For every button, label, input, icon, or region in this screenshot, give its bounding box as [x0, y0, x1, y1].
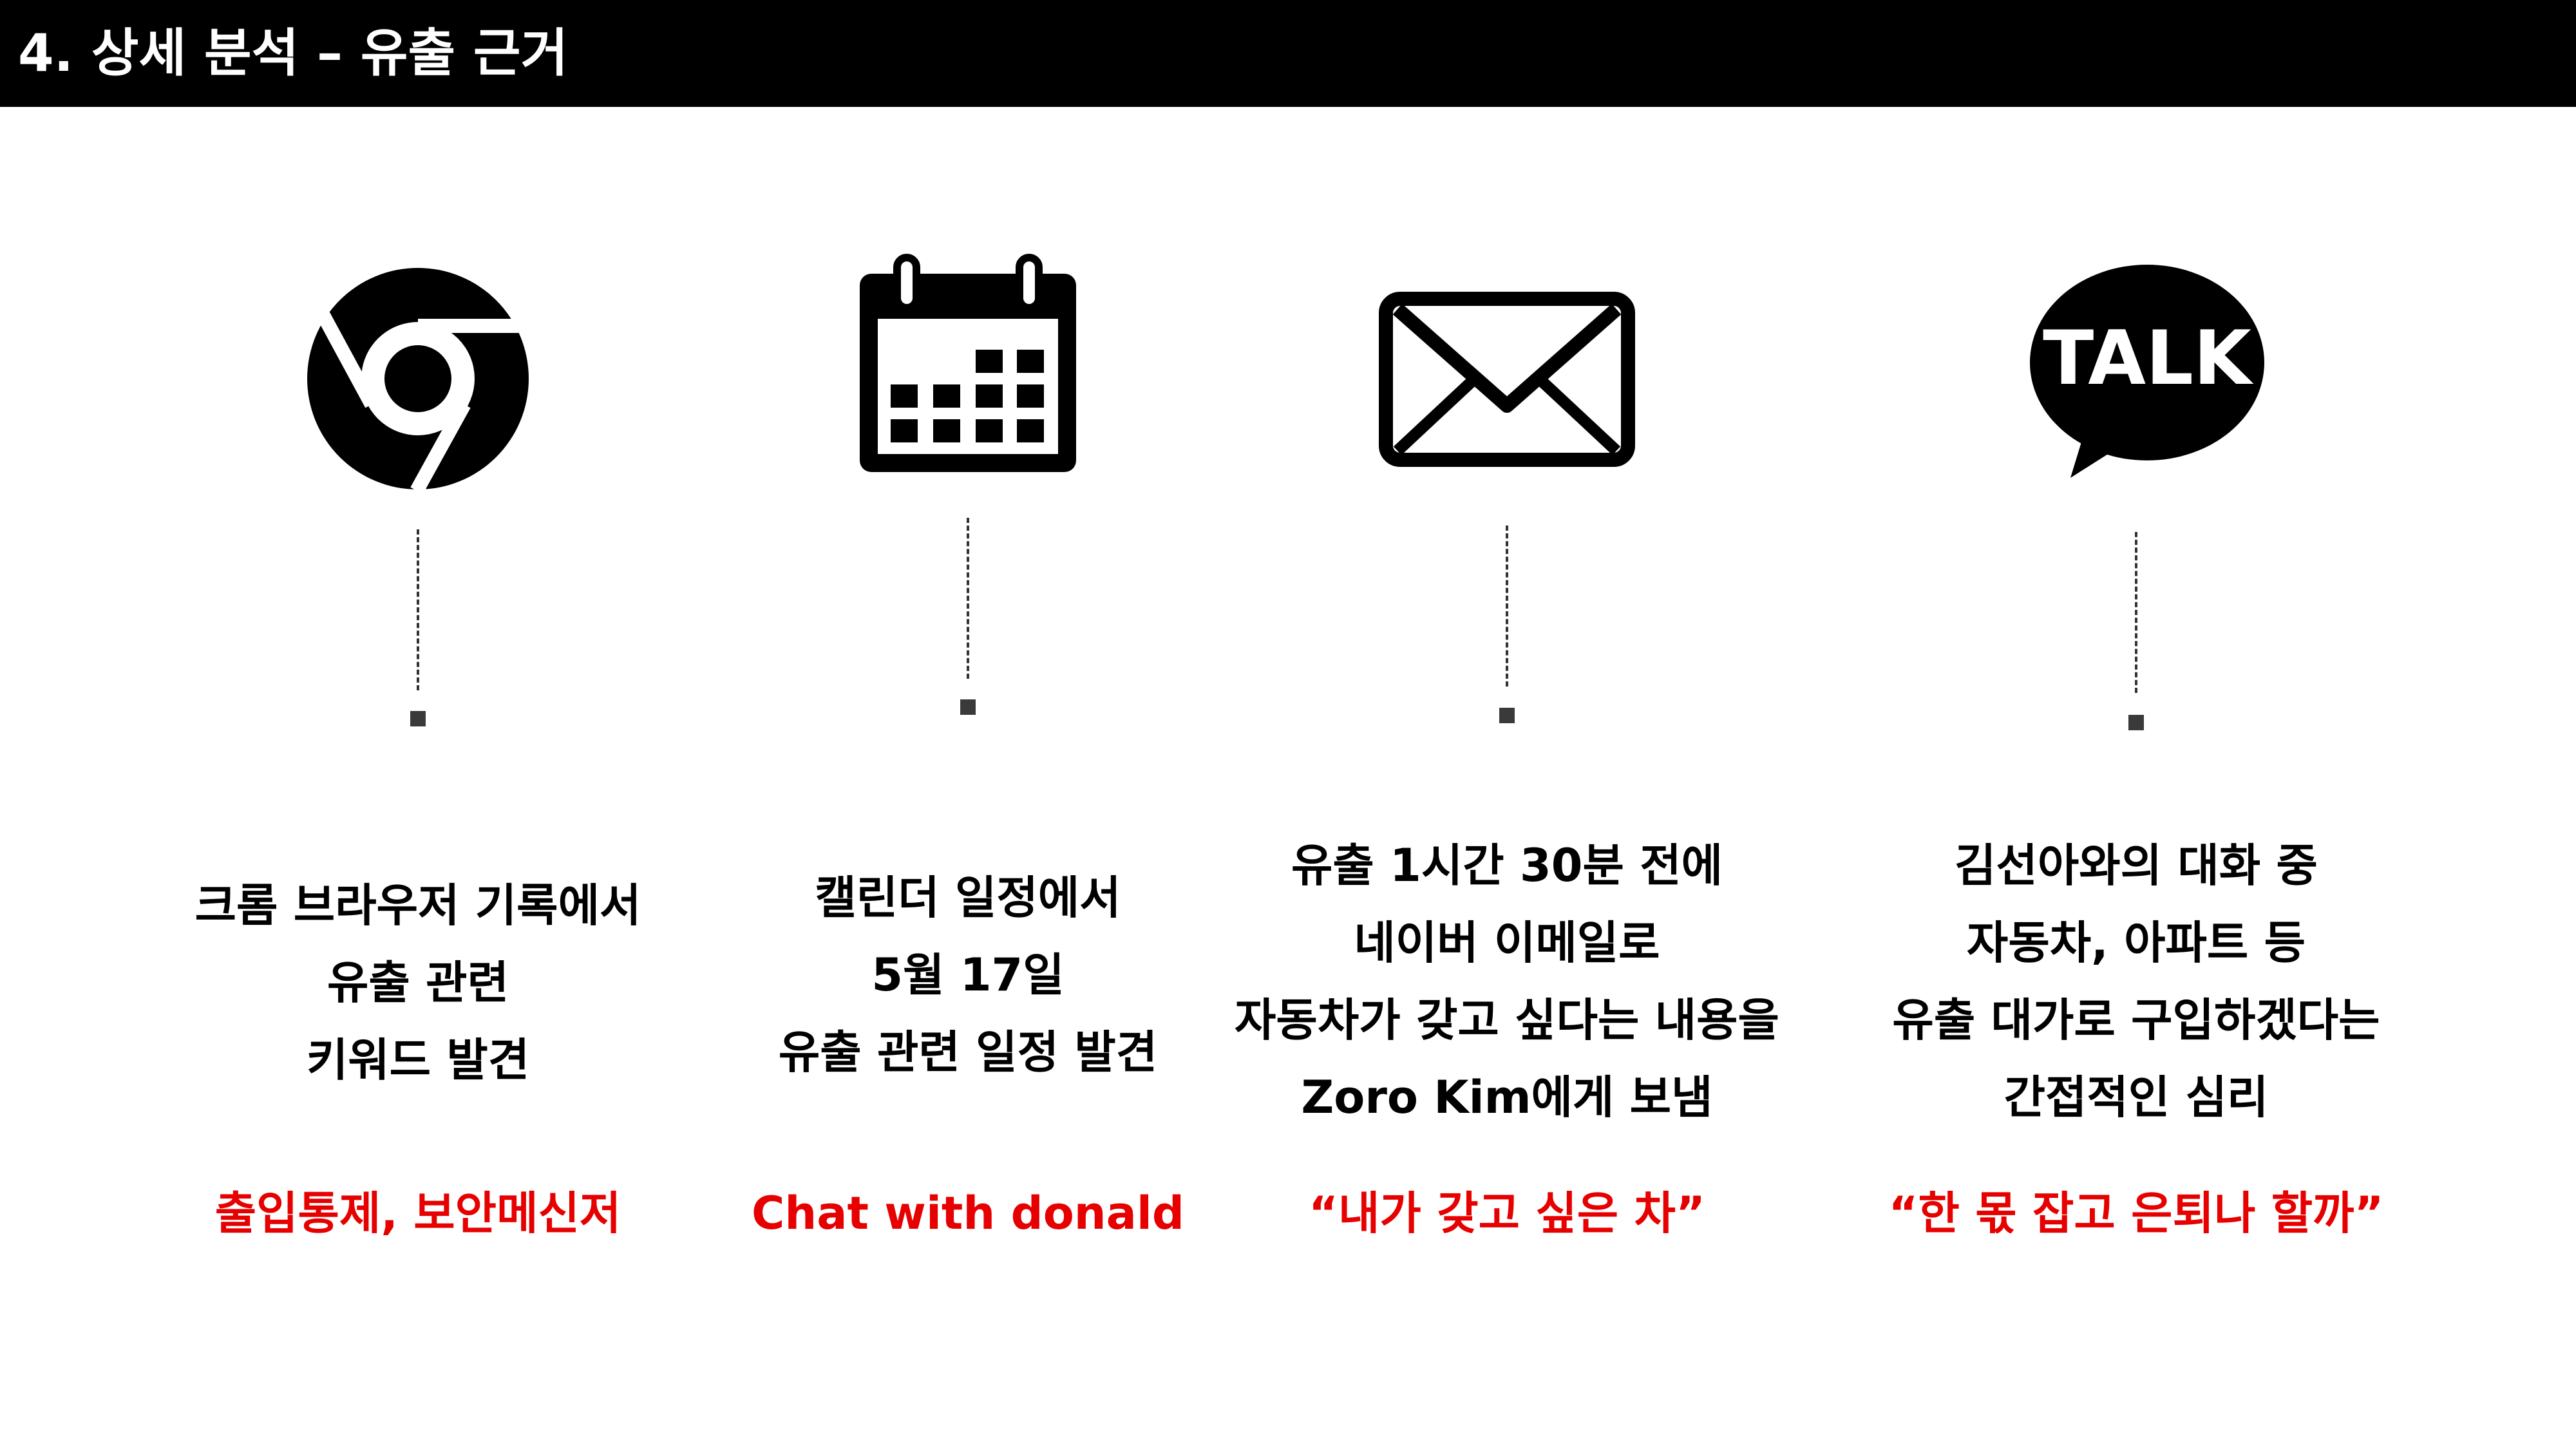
description-line: 김선아와의 대화 중 — [1955, 839, 2318, 892]
connector-node — [410, 711, 426, 726]
description-line: 유출 관련 일정 발견 — [778, 1026, 1158, 1079]
description-line: Zoro Kim에게 보냄 — [1301, 1071, 1713, 1124]
description-line: 간접적인 심리 — [2003, 1071, 2269, 1124]
evidence-column-email: 유출 1시간 30분 전에 네이버 이메일로 자동차가 갖고 싶다는 내용을 Z… — [1185, 0, 1829, 1449]
chrome-icon — [307, 268, 529, 495]
kakaotalk-icon: TALK — [2030, 265, 2264, 478]
description-line: 자동차가 갖고 싶다는 내용을 — [1235, 994, 1779, 1046]
connector-line — [2135, 532, 2137, 693]
connector-node — [2128, 715, 2144, 730]
connector-line — [417, 529, 419, 690]
talk-badge-text: TALK — [2043, 315, 2254, 402]
description-line: 유출 대가로 구입하겠다는 — [1892, 994, 2380, 1046]
description-line: 캘린더 일정에서 — [815, 871, 1121, 924]
connector-node — [1499, 708, 1515, 723]
evidence-keyword: 출입통제, 보안메신저 — [214, 1187, 621, 1240]
description-line: 키워드 발견 — [306, 1034, 530, 1086]
description-line: 크롬 브라우저 기록에서 — [194, 879, 641, 932]
description-line: 유출 관련 — [327, 956, 509, 1009]
mail-icon — [1379, 292, 1635, 467]
page-title: 4. 상세 분석 – 유출 근거 — [18, 23, 569, 83]
calendar-icon — [860, 254, 1076, 472]
evidence-keyword: “한 몫 잡고 은퇴나 할까” — [1888, 1187, 2384, 1240]
description-line: 5월 17일 — [871, 949, 1065, 1001]
evidence-column-chrome: 크롬 브라우저 기록에서 유출 관련 키워드 발견 출입통제, 보안메신저 — [96, 0, 740, 1449]
evidence-description: 크롬 브라우저 기록에서 유출 관련 키워드 발견 — [96, 867, 740, 1099]
evidence-description: 캘린더 일정에서 5월 17일 유출 관련 일정 발견 — [646, 859, 1290, 1091]
evidence-column-kakaotalk: TALK 김선아와의 대화 중 자동차, 아파트 등 유출 대가로 구입하겠다는… — [1814, 0, 2458, 1449]
evidence-keyword: “내가 갖고 싶은 차” — [1309, 1187, 1705, 1240]
evidence-keyword: Chat with donald — [752, 1187, 1184, 1240]
evidence-description: 김선아와의 대화 중 자동차, 아파트 등 유출 대가로 구입하겠다는 간접적인… — [1814, 827, 2458, 1136]
description-line: 유출 1시간 30분 전에 — [1291, 839, 1723, 892]
description-line: 자동차, 아파트 등 — [1966, 916, 2306, 969]
connector-line — [1506, 526, 1508, 687]
evidence-description: 유출 1시간 30분 전에 네이버 이메일로 자동차가 갖고 싶다는 내용을 Z… — [1185, 827, 1829, 1136]
connector-node — [960, 699, 976, 715]
evidence-column-calendar: 캘린더 일정에서 5월 17일 유출 관련 일정 발견 Chat with do… — [646, 0, 1290, 1449]
header-bar: 4. 상세 분석 – 유출 근거 — [0, 0, 2576, 107]
description-line: 네이버 이메일로 — [1354, 916, 1660, 969]
connector-line — [967, 518, 969, 679]
